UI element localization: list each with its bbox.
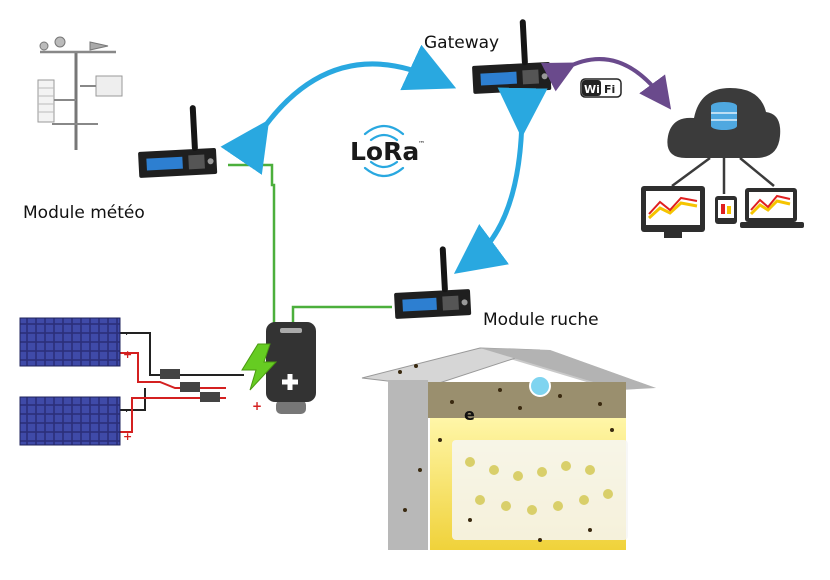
battery-charging-icon: + (241, 322, 316, 414)
laptop-icon (740, 188, 804, 228)
monitor-phone-laptop-icon (641, 186, 804, 238)
cloud-branches (671, 156, 775, 194)
cable-weather-to-battery (228, 163, 276, 328)
lora-arrow-gateway-weather (220, 44, 457, 175)
cable-hive-to-battery (291, 305, 392, 328)
solar-panel-top: · + (19, 317, 132, 367)
solar-panel-icon (19, 317, 121, 367)
charging-bolt-icon (241, 343, 278, 391)
lora-arrow-gateway-hive (453, 87, 548, 274)
lora-brand-text: LoRa (350, 137, 419, 166)
weather-node-board (138, 105, 218, 178)
beehive-icon (361, 347, 656, 550)
solar-top-plus-mark: + (123, 348, 132, 361)
weather-module-label: Module météo (23, 203, 145, 223)
wifi-label-fi: Fi (604, 83, 615, 96)
wifi-badge: Wi Fi (580, 78, 622, 98)
wifi-label-wi: Wi (584, 83, 600, 96)
hive-frames (465, 457, 613, 515)
hive-mark-label: e (464, 405, 475, 424)
cloud-database-icon (667, 88, 781, 194)
cables (228, 163, 392, 328)
solar-top-minus-mark: · (125, 330, 128, 341)
weather-station-icon (37, 36, 123, 150)
hive-node-board (394, 246, 472, 319)
lora-trademark: ™ (418, 140, 425, 148)
solar-bottom-plus-mark: + (123, 430, 132, 443)
solar-panel-bottom: · + (19, 396, 132, 446)
solar-wiring (120, 332, 244, 433)
solar-panel-icon (19, 396, 121, 446)
bees (398, 364, 614, 542)
battery-plus-mark: + (252, 399, 262, 413)
hive-sensor-indicator (529, 375, 551, 397)
lora-board-icon (394, 246, 472, 319)
lora-links (220, 44, 548, 274)
lora-board-icon (138, 105, 218, 178)
solar-bottom-minus-mark: · (125, 407, 128, 418)
hive-module-label: Module ruche (483, 310, 599, 330)
gateway-board (472, 19, 552, 94)
gateway-label: Gateway (424, 33, 500, 53)
wifi-arrow (540, 57, 672, 110)
phone-icon (715, 196, 737, 224)
lora-logo: LoRa ™ (350, 124, 425, 178)
monitor-icon (641, 186, 705, 238)
lora-board-icon (472, 19, 552, 94)
lora-signal-icon (363, 124, 405, 178)
